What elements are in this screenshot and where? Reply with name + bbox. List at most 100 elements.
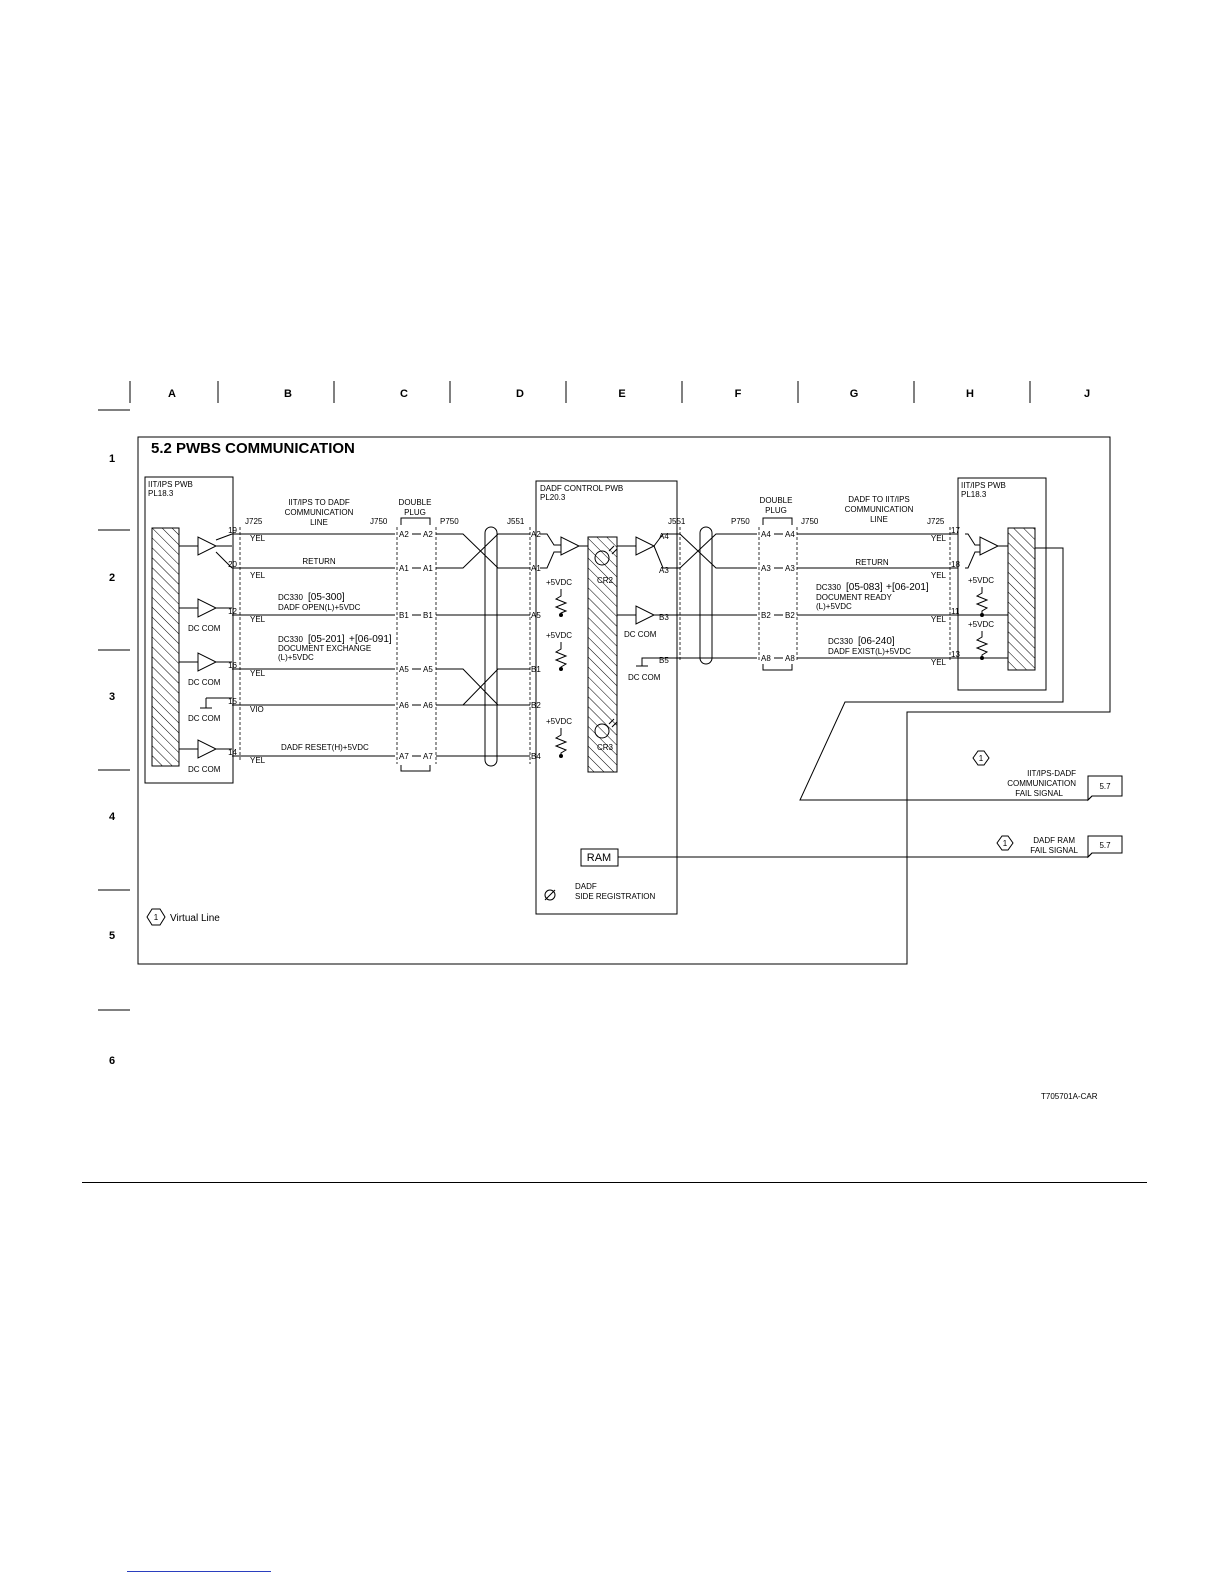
led-cr3-label: CR3 <box>597 743 614 752</box>
plug-bracket <box>400 765 431 772</box>
junction-dot <box>559 613 563 617</box>
footer-link-underline[interactable] <box>127 1571 271 1572</box>
right-wires: DADF TO IIT/IPS COMMUNICATION LINE J725 … <box>797 495 1008 667</box>
double-plug-label: PLUG <box>404 508 426 517</box>
signal-desc: DADF RESET(H)+5VDC <box>281 743 369 752</box>
wire-cross <box>666 533 757 569</box>
wire-color: YEL <box>250 534 266 543</box>
callout-number: 1 <box>979 754 984 763</box>
left-pwb-name: IIT/IPS PWB <box>148 480 193 489</box>
connector-pin: A5 <box>399 665 409 674</box>
fail-ram-text: FAIL SIGNAL <box>1030 846 1078 855</box>
right-pwb-ic <box>1007 527 1036 671</box>
dc-com-label: DC COM <box>188 678 221 687</box>
signal-desc: (L)+5VDC <box>816 602 852 611</box>
left-pin: 14 <box>228 748 237 757</box>
column-label: G <box>850 388 859 400</box>
led-arrows-icon <box>608 718 618 728</box>
signal-code: [05-300] <box>308 592 345 603</box>
double-plug-label: DOUBLE <box>760 496 793 505</box>
twisted-section-right: J551 P750 <box>666 517 757 665</box>
wire-color: YEL <box>250 615 266 624</box>
callout-hexagon-icon <box>146 908 166 926</box>
connector-pin: B2 <box>761 611 771 620</box>
wire-color: YEL <box>250 669 266 678</box>
signal-desc: DOCUMENT READY <box>816 593 893 602</box>
signal-code: [06-201] <box>892 582 929 593</box>
connector-j750: J750 <box>801 517 819 526</box>
row-labels: 1 2 3 4 5 6 <box>109 453 116 1067</box>
connector-pin: B1 <box>531 665 541 674</box>
line-label: LINE <box>310 518 328 527</box>
fail-comm-text: IIT/IPS-DADF <box>1027 769 1076 778</box>
side-registration-icon <box>544 889 556 901</box>
reference-flag <box>1087 775 1123 802</box>
column-label: C <box>400 388 408 400</box>
connector-p750: P750 <box>440 517 459 526</box>
signal-plus: + <box>886 582 892 593</box>
plug-bracket <box>762 517 793 525</box>
callout-number: 1 <box>1003 839 1008 848</box>
led-arrows-icon <box>608 545 618 555</box>
connector-pin: A8 <box>761 654 771 663</box>
wire-color: YEL <box>250 756 266 765</box>
page-divider <box>82 1182 1147 1183</box>
connector-j551: J551 <box>668 517 686 526</box>
fail-ram-text: DADF RAM <box>1033 836 1075 845</box>
dadf-right-pin: A4 <box>659 532 669 541</box>
vdc-label: +5VDC <box>968 576 994 585</box>
dadf-right-pin: B3 <box>659 613 669 622</box>
vdc-label: +5VDC <box>546 578 572 587</box>
right-pin: 17 <box>951 526 960 535</box>
fail-comm-text: COMMUNICATION <box>1007 779 1076 788</box>
connector-pin: A4 <box>761 530 771 539</box>
line-label: DADF TO IIT/IPS <box>848 495 910 504</box>
connector-pin: A1 <box>399 564 409 573</box>
line-label: LINE <box>870 515 888 524</box>
right-pin: 18 <box>951 560 960 569</box>
resistor-icon <box>975 587 989 615</box>
line-label: COMMUNICATION <box>845 505 914 514</box>
row-label: 4 <box>109 811 116 823</box>
connector-pin: A2 <box>531 530 541 539</box>
wire-cross <box>436 668 530 706</box>
connector-pin: A7 <box>399 752 409 761</box>
reference-number: 5.7 <box>1099 841 1111 850</box>
left-wires <box>215 533 395 757</box>
plug-bracket <box>762 664 793 671</box>
connector-pin: B2 <box>531 701 541 710</box>
grid-frame: A B C D E F G H J 1 2 3 4 5 6 <box>98 381 1090 1067</box>
reference-number: 5.7 <box>1099 782 1111 791</box>
row-label: 2 <box>109 572 115 584</box>
diagram-outline <box>137 436 1111 965</box>
signal-code: [06-240] <box>858 636 895 647</box>
page-title: 5.2 PWBS COMMUNICATION <box>151 440 355 457</box>
left-pin: 12 <box>228 607 237 616</box>
left-connector: J725 IIT/IPS TO DADF COMMUNICATION LINE … <box>228 498 388 765</box>
connector-pin: B1 <box>423 611 433 620</box>
led-cr2-icon <box>594 550 610 566</box>
left-pin: 16 <box>228 661 237 670</box>
connector-pin: A3 <box>785 564 795 573</box>
column-label: D <box>516 388 524 400</box>
right-pwb-box <box>957 477 1047 691</box>
buffer-icon <box>540 551 561 569</box>
left-pwb-box <box>144 476 234 784</box>
wire-color: VIO <box>250 705 264 714</box>
vdc-label: +5VDC <box>546 631 572 640</box>
wire-color: YEL <box>931 534 947 543</box>
signal-return: RETURN <box>302 557 336 566</box>
junction-dot <box>559 667 563 671</box>
signal-dc330: DC330 <box>278 635 303 644</box>
wire-cross <box>436 668 530 706</box>
signal-dc330: DC330 <box>816 583 841 592</box>
callout-hexagon-icon <box>996 835 1014 851</box>
dc-com-label: DC COM <box>188 624 221 633</box>
connector-j750: J750 <box>370 517 388 526</box>
junction-dot <box>980 613 984 617</box>
figure-code: T705701A-CAR <box>1041 1092 1098 1101</box>
led-cr3-icon <box>594 723 610 739</box>
